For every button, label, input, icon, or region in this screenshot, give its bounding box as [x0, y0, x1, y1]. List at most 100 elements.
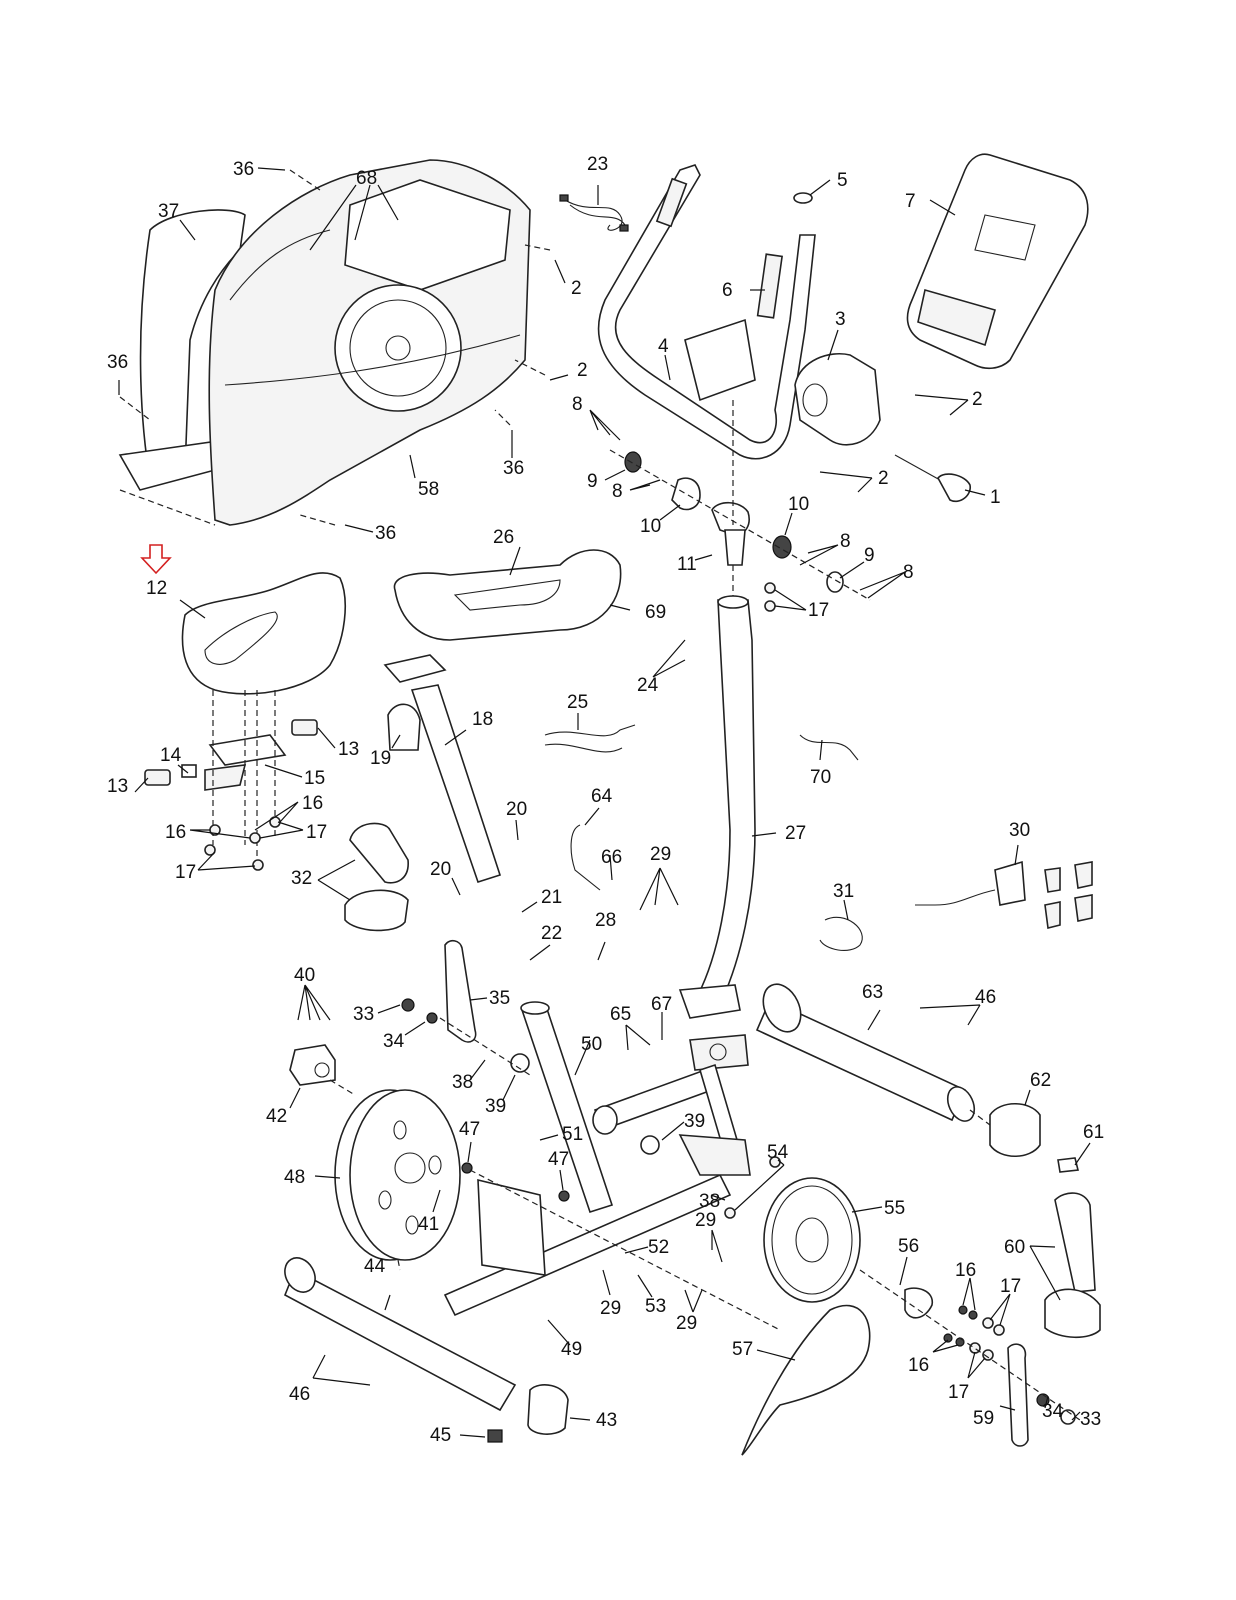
- part-label-70: 70: [810, 767, 831, 788]
- part-label-66: 66: [601, 847, 622, 868]
- part-label-51: 51: [562, 1124, 583, 1145]
- part-label-2-a: 2: [571, 278, 582, 299]
- part-label-55: 55: [884, 1198, 905, 1219]
- pulley: [763, 1177, 861, 1303]
- part-label-26: 26: [493, 527, 514, 548]
- part-label-36-a: 36: [233, 159, 254, 180]
- part-label-46-b: 46: [289, 1384, 310, 1405]
- part-label-20-b: 20: [430, 859, 451, 880]
- part-label-39-b: 39: [684, 1111, 705, 1132]
- resistance-motor: [289, 1044, 356, 1096]
- part-label-61: 61: [1083, 1122, 1104, 1143]
- part-label-17-b: 17: [306, 822, 327, 843]
- part-label-46-a: 46: [975, 987, 996, 1008]
- part-label-41: 41: [418, 1214, 439, 1235]
- part-label-17-d: 17: [1000, 1276, 1021, 1297]
- part-label-54: 54: [767, 1142, 789, 1163]
- part-label-19: 19: [370, 748, 391, 769]
- part-label-47-a: 47: [459, 1119, 480, 1140]
- part-label-28: 28: [595, 910, 616, 931]
- part-label-29-d: 29: [676, 1313, 697, 1334]
- rear-stabilizer: [283, 1257, 569, 1443]
- part-label-29-b: 29: [695, 1210, 716, 1231]
- part-label-59: 59: [973, 1408, 994, 1429]
- pivot-assembly: [609, 400, 871, 601]
- part-label-39-a: 39: [485, 1096, 506, 1117]
- main-frame: [443, 1001, 751, 1317]
- part-label-11: 11: [677, 554, 697, 575]
- part-label-30: 30: [1009, 820, 1030, 841]
- part-label-57: 57: [732, 1339, 753, 1360]
- part-label-4: 4: [658, 336, 669, 357]
- part-label-68: 68: [356, 168, 377, 189]
- part-label-62: 62: [1030, 1070, 1051, 1091]
- part-labels: 1 2 2 2 2 3 4 5 6 7 8 8 8 8 9 9 10 10 11…: [107, 154, 1104, 1446]
- handlebar: [597, 164, 816, 460]
- part-label-17-a: 17: [808, 600, 829, 621]
- part-label-43: 43: [596, 1410, 617, 1431]
- part-label-67: 67: [651, 994, 672, 1015]
- part-label-18: 18: [472, 709, 493, 730]
- part-label-60: 60: [1004, 1237, 1025, 1258]
- part-label-24: 24: [637, 675, 659, 696]
- part-label-25: 25: [567, 692, 588, 713]
- seat-post: [383, 654, 502, 883]
- part-label-29-a: 29: [650, 844, 671, 865]
- shroud-dashes: [119, 169, 551, 526]
- part-label-8-c: 8: [840, 531, 851, 552]
- part-label-29-c: 29: [600, 1298, 621, 1319]
- part-label-48: 48: [284, 1167, 305, 1188]
- part-label-21: 21: [541, 887, 562, 908]
- part-label-27: 27: [785, 823, 806, 844]
- part-label-36-c: 36: [503, 458, 524, 479]
- part-label-32: 32: [291, 868, 312, 889]
- pedals: [344, 822, 1101, 1339]
- part-label-15: 15: [304, 768, 325, 789]
- part-label-50: 50: [581, 1034, 602, 1055]
- part-label-65: 65: [610, 1004, 631, 1025]
- part-label-44: 44: [364, 1256, 386, 1277]
- part-label-49: 49: [561, 1339, 582, 1360]
- front-stabilizer: [755, 983, 1079, 1173]
- part-label-10-a: 10: [640, 516, 661, 537]
- part-label-36-b: 36: [107, 352, 128, 373]
- part-label-33-b: 33: [1080, 1409, 1101, 1430]
- part-label-14: 14: [160, 745, 182, 766]
- part-label-20-a: 20: [506, 799, 527, 820]
- part-label-2-c: 2: [972, 389, 983, 410]
- part-label-69: 69: [645, 602, 666, 623]
- part-label-17-c: 17: [175, 862, 196, 883]
- part-label-17-e: 17: [948, 1382, 969, 1403]
- front-shroud-and-knob: [794, 353, 971, 503]
- part-label-37: 37: [158, 201, 179, 222]
- part-label-56: 56: [898, 1236, 919, 1257]
- rear-shroud: [118, 159, 531, 526]
- flywheel: [334, 1089, 461, 1261]
- part-label-8-a: 8: [572, 394, 583, 415]
- part-label-23: 23: [587, 154, 608, 175]
- part-label-36-d: 36: [375, 523, 396, 544]
- wire-harness-23: [559, 194, 629, 232]
- part-label-5: 5: [837, 170, 848, 191]
- part-label-7: 7: [905, 191, 916, 212]
- leader-lines: [118, 167, 1091, 1438]
- part-label-47-b: 47: [548, 1149, 569, 1170]
- backrest: [393, 549, 622, 641]
- part-label-1: 1: [990, 487, 1001, 508]
- part-label-16-a: 16: [302, 793, 323, 814]
- part-label-42: 42: [266, 1106, 287, 1127]
- part-label-16-d: 16: [908, 1355, 929, 1376]
- part-label-9-a: 9: [587, 471, 598, 492]
- part-label-31: 31: [833, 881, 854, 902]
- part-label-38-a: 38: [452, 1072, 473, 1093]
- part-label-2-d: 2: [878, 468, 889, 489]
- cranks: [444, 939, 1029, 1447]
- part-label-52: 52: [648, 1237, 669, 1258]
- part-label-34-b: 34: [1042, 1401, 1064, 1422]
- console: [906, 153, 1089, 370]
- drive-belt: [741, 1304, 871, 1456]
- part-label-40: 40: [294, 965, 315, 986]
- part-label-9-b: 9: [864, 545, 875, 566]
- part-label-3: 3: [835, 309, 846, 330]
